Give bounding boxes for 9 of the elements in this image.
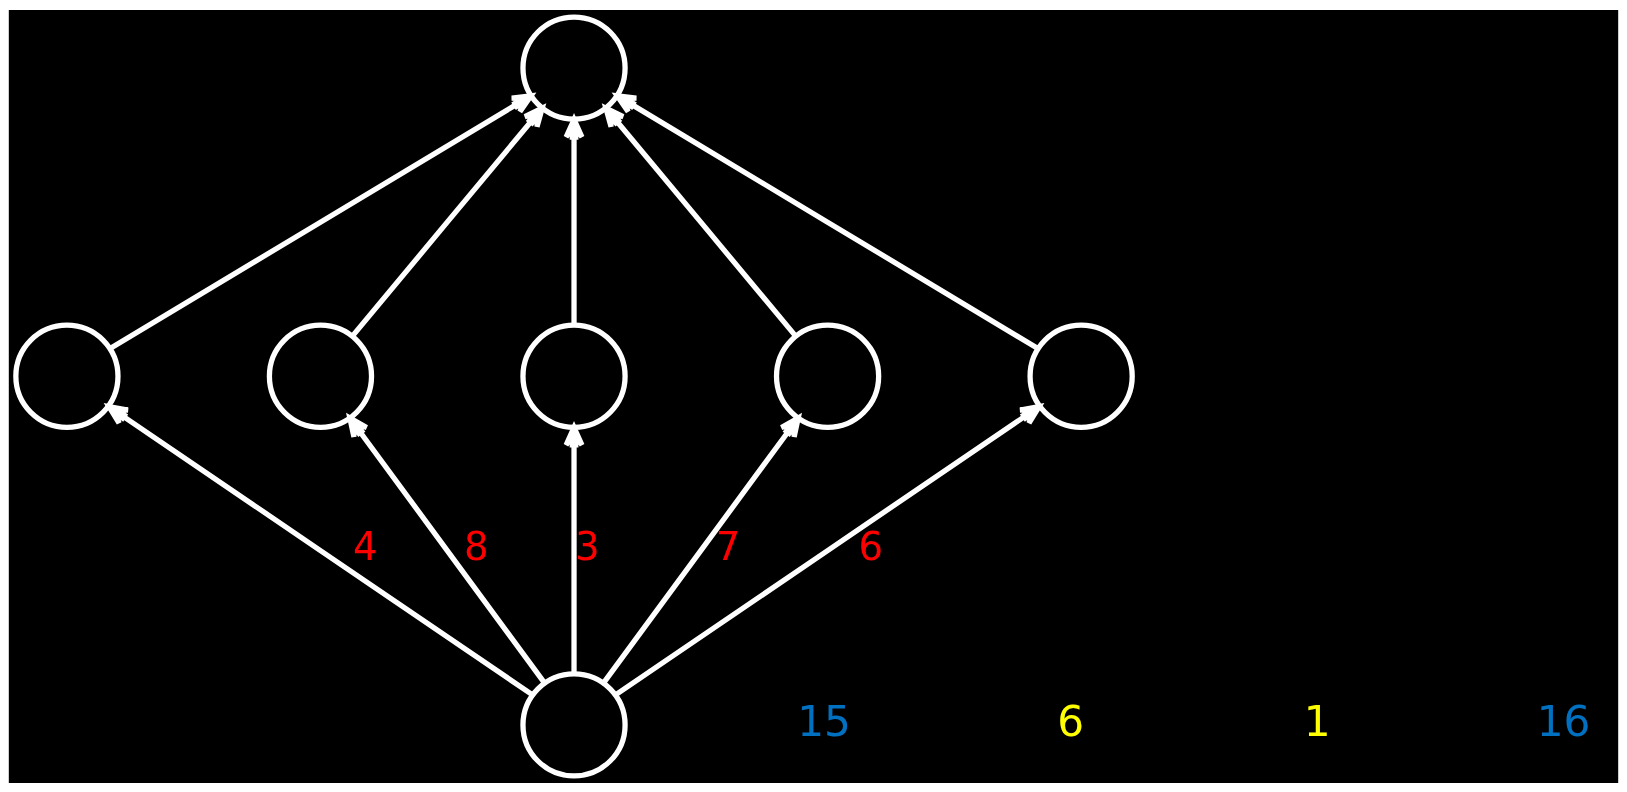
edge-label: 7	[715, 523, 741, 569]
label: 6	[1057, 696, 1085, 746]
edge-label: 3	[574, 523, 600, 569]
label: 16	[1536, 696, 1591, 746]
edge-label: 6	[858, 523, 884, 569]
edge-label: 8	[463, 523, 489, 569]
edge-label: 4	[353, 523, 378, 569]
label: 1	[1303, 696, 1331, 746]
label: 15	[797, 696, 851, 746]
